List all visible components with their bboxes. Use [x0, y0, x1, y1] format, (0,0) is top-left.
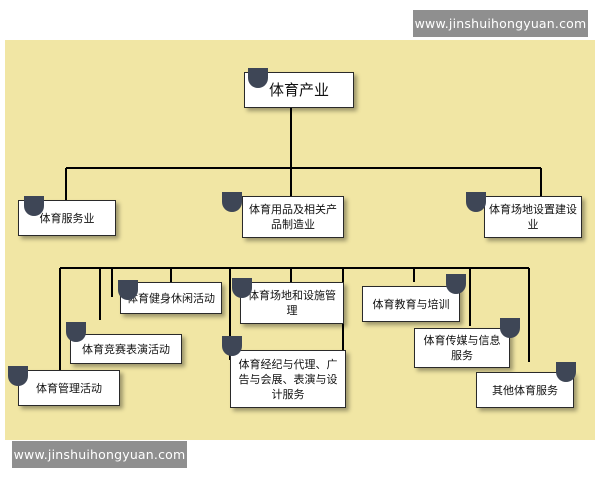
- node-sports-management: 体育管理活动: [18, 370, 120, 406]
- node-label: 体育经纪与代理、广告与会展、表演与设计服务: [238, 357, 338, 401]
- node-sports-goods-manufacturing: 体育用品及相关产品制造业: [242, 196, 344, 238]
- node-label: 体育场地和设施管理: [248, 289, 336, 317]
- node-tab-icon: [248, 68, 268, 88]
- node-tab-icon: [118, 280, 138, 300]
- node-tab-icon: [446, 274, 466, 294]
- node-media-information: 体育传媒与信息服务: [414, 328, 510, 368]
- watermark-top: www.jinshuihongyuan.com: [413, 10, 588, 37]
- node-tab-icon: [232, 278, 252, 298]
- node-label: 体育教育与培训: [372, 297, 450, 311]
- node-label: 体育管理活动: [36, 381, 102, 395]
- node-label: 体育场地设置建设业: [489, 203, 577, 231]
- node-sports-service: 体育服务业: [18, 200, 116, 236]
- watermark-bottom: www.jinshuihongyuan.com: [12, 441, 187, 468]
- node-tab-icon: [222, 336, 242, 356]
- node-label: 体育传媒与信息服务: [423, 334, 501, 362]
- node-tab-icon: [24, 196, 44, 216]
- node-tab-icon: [66, 322, 86, 342]
- node-label: 体育产业: [268, 80, 329, 99]
- node-tab-icon: [500, 318, 520, 338]
- node-agency-advertising-exhibition: 体育经纪与代理、广告与会展、表演与设计服务: [230, 350, 346, 408]
- node-label: 其他体育服务: [492, 383, 558, 397]
- node-tab-icon: [556, 362, 576, 382]
- node-sports-industry: 体育产业: [244, 72, 354, 108]
- node-education-training: 体育教育与培训: [362, 286, 460, 322]
- node-label: 体育竞赛表演活动: [82, 342, 170, 356]
- node-tab-icon: [466, 192, 486, 212]
- node-venue-management: 体育场地和设施管理: [240, 282, 344, 324]
- node-tab-icon: [222, 192, 242, 212]
- node-label: 体育服务业: [39, 211, 95, 225]
- node-tab-icon: [8, 366, 28, 386]
- node-label: 体育健身休闲活动: [127, 291, 215, 305]
- node-venue-construction: 体育场地设置建设业: [484, 196, 582, 238]
- node-competition-performance: 体育竞赛表演活动: [70, 334, 182, 364]
- node-label: 体育用品及相关产品制造业: [249, 203, 337, 231]
